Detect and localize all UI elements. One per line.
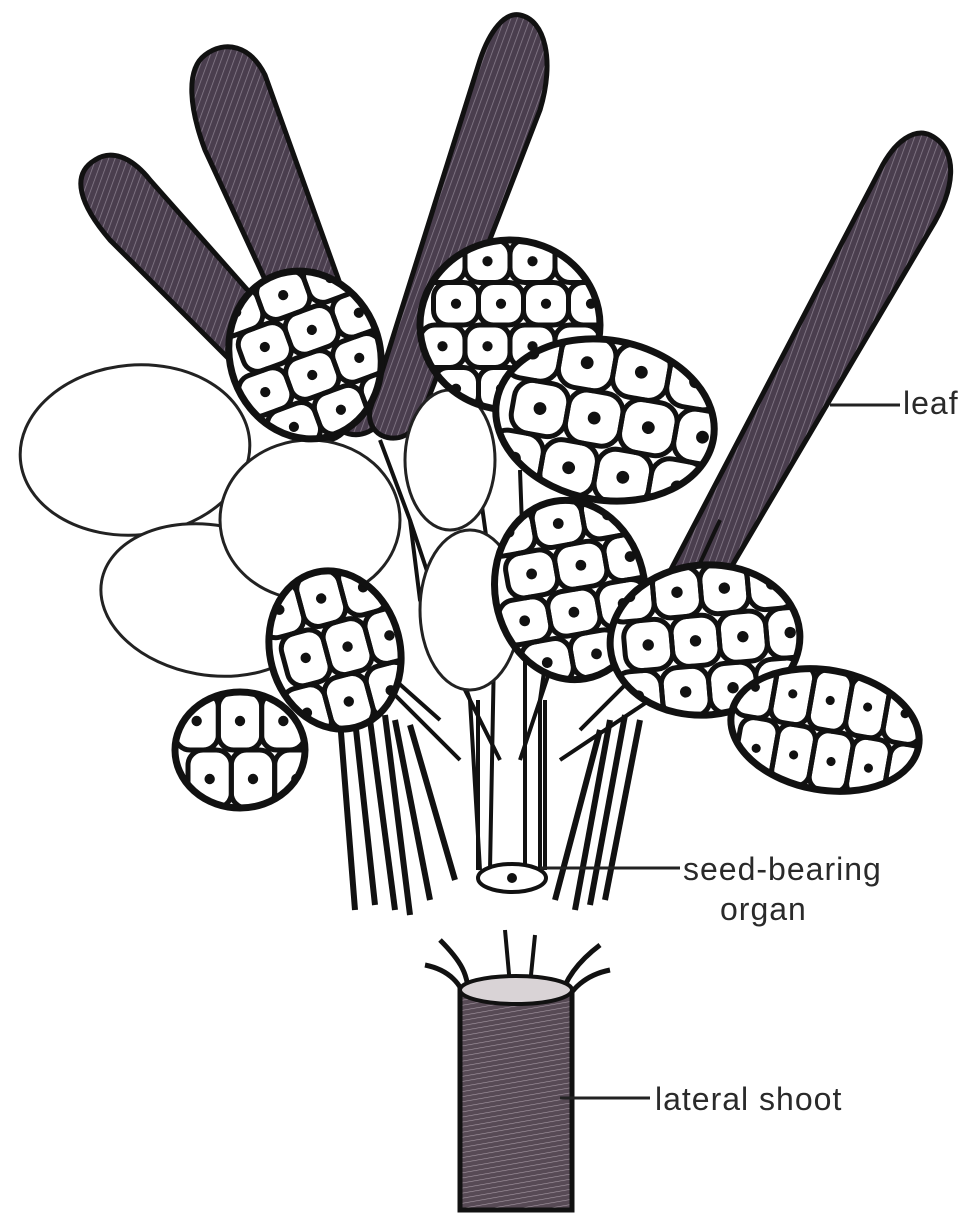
label-seed-bearing: seed-bearing (683, 851, 882, 887)
fibrous-strands-left (340, 715, 455, 915)
seed-dot (496, 299, 506, 309)
seed-dot (278, 716, 288, 726)
label-organ: organ (720, 891, 807, 927)
seed-dot (235, 716, 245, 726)
label-leaf: leaf (903, 385, 959, 421)
seed-dot (527, 256, 537, 266)
label-lateral-shoot: lateral shoot (655, 1081, 842, 1117)
seed-dot (437, 341, 447, 351)
seed-dot (248, 774, 258, 784)
fibrous-strands-right (555, 715, 640, 910)
seed-dot (204, 774, 214, 784)
empty-oval-4 (405, 390, 495, 530)
seed-dot (541, 299, 551, 309)
seed-dot (482, 256, 492, 266)
seed-dot (451, 299, 461, 309)
lateral-shoot (425, 930, 610, 1210)
seed-dot (191, 716, 201, 726)
seed-dot (482, 341, 492, 351)
